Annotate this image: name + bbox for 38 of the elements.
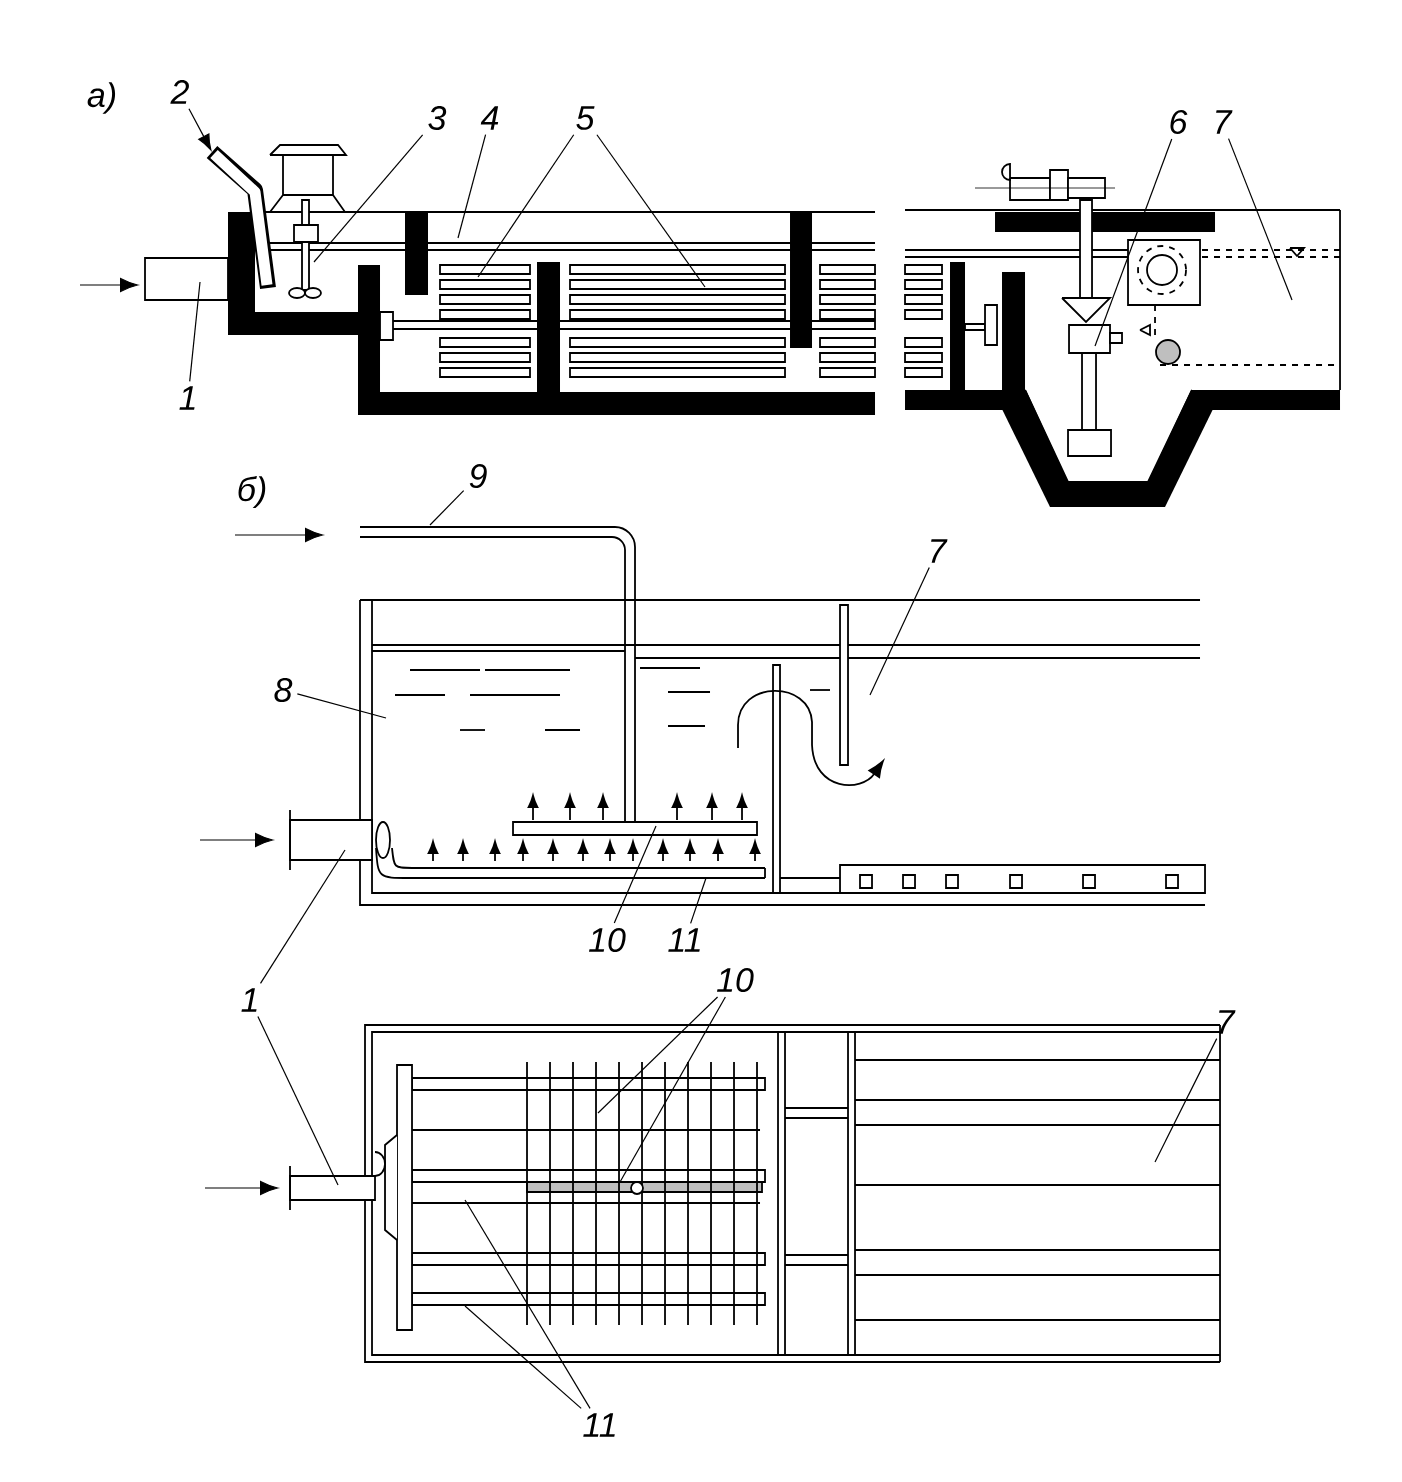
leader-line xyxy=(464,1199,591,1409)
callout-number: 7 xyxy=(1216,110,1233,134)
leader-line xyxy=(1154,1038,1218,1163)
leader-line xyxy=(429,490,465,526)
leader-line xyxy=(869,567,930,696)
callout-number: 6 xyxy=(1170,109,1188,135)
leader-line xyxy=(464,1305,582,1409)
leader-line xyxy=(188,108,212,151)
leader-line xyxy=(257,1016,339,1186)
callout-number: 9 xyxy=(469,463,487,489)
leader-line xyxy=(690,877,707,924)
leader-line xyxy=(313,134,424,263)
leader-line xyxy=(619,996,726,1183)
callout-number: 5 xyxy=(576,106,595,130)
callout-number: 11 xyxy=(583,1413,615,1437)
leader-line xyxy=(1094,138,1173,347)
callout-number: 1 xyxy=(241,988,257,1012)
leader-line xyxy=(597,996,719,1114)
leader-line xyxy=(296,693,387,719)
callout-number: 3 xyxy=(428,105,447,131)
panel-label: б) xyxy=(238,476,266,508)
leader-line xyxy=(189,281,201,382)
callout-number: 8 xyxy=(274,678,293,703)
leader-line xyxy=(477,134,575,278)
panel-label: а) xyxy=(87,82,116,114)
leader-line xyxy=(613,825,657,924)
leader-line xyxy=(596,134,706,288)
callout-number: 11 xyxy=(668,928,700,952)
leader-line xyxy=(259,849,346,984)
leader-line xyxy=(457,134,487,239)
callout-number: 10 xyxy=(589,927,626,953)
callout-number: 10 xyxy=(717,967,754,993)
callout-number: 2 xyxy=(170,80,189,104)
callout-number: 4 xyxy=(480,106,499,130)
leader-line xyxy=(1227,138,1293,301)
callout-number: 7 xyxy=(1219,1010,1236,1034)
callout-number: 7 xyxy=(931,539,948,563)
callout-number: 1 xyxy=(179,386,195,410)
